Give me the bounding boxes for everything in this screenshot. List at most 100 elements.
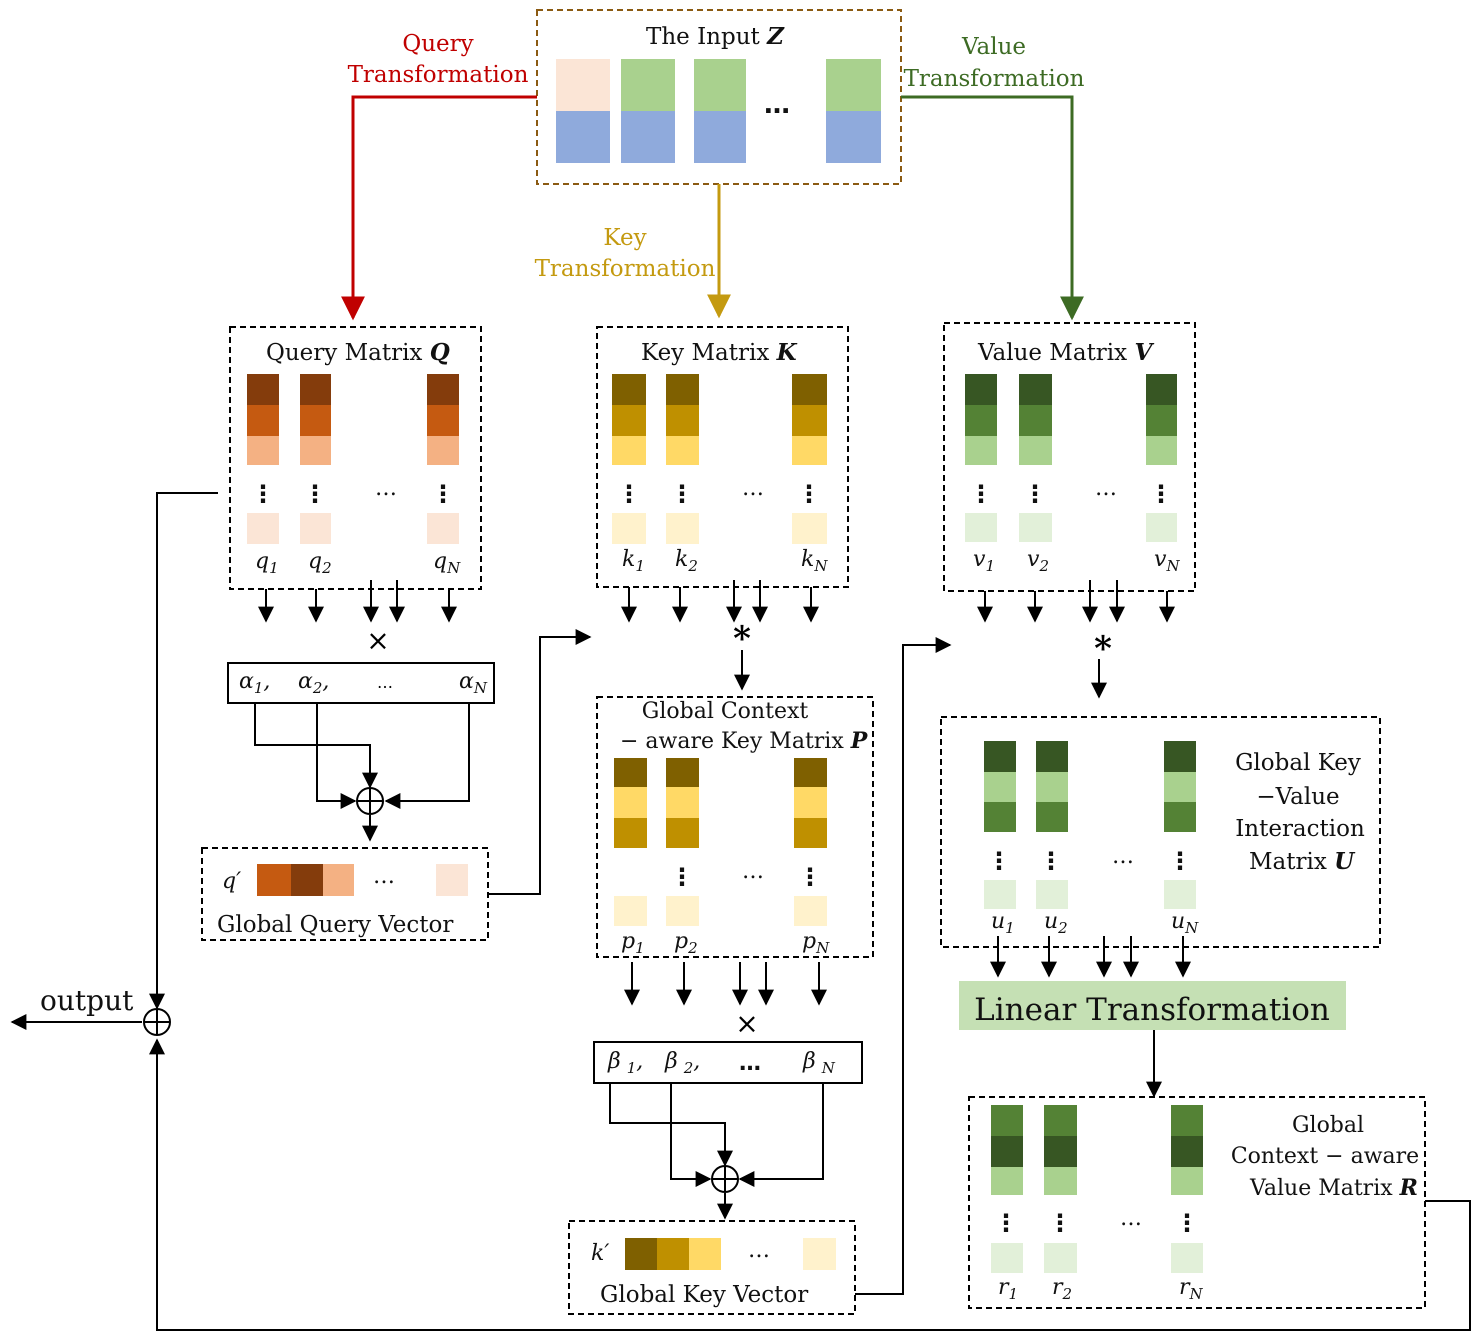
global-key-label: Global Key Vector <box>600 1282 808 1308</box>
p-matrix-title-2: − aware Key Matrix P <box>620 728 869 754</box>
value-transform-label-2: Transformation <box>904 66 1085 92</box>
r-title-3: Value Matrix R <box>1249 1175 1418 1201</box>
alpha2-label: α2, <box>298 669 329 697</box>
q-column: ⋮ <box>427 374 459 544</box>
key-transformation: Key Transformation <box>535 184 731 319</box>
r2-label: r2 <box>1052 1275 1072 1303</box>
p-ellipsis: … <box>742 859 764 884</box>
gk-to-value-arrow <box>855 637 952 1295</box>
gq-to-key-arrow <box>488 629 592 895</box>
query-transform-arrow <box>341 95 537 321</box>
u-title-4: Matrix U <box>1249 848 1356 875</box>
gq-ellipsis: … <box>373 864 395 889</box>
q-ellipsis: … <box>375 476 397 501</box>
k-column: ⋮ <box>792 374 827 544</box>
input-token-top <box>826 59 881 111</box>
svg-text:⋮: ⋮ <box>1048 1209 1072 1237</box>
v-column: ⋮ <box>965 374 997 542</box>
r1-label: r1 <box>998 1275 1018 1303</box>
star-operator-v: * <box>1094 629 1112 669</box>
p-column: ⋮ <box>794 758 827 926</box>
r-title-2: Context − aware <box>1231 1144 1419 1169</box>
u-down-arrows <box>990 936 1191 978</box>
p-down-arrows <box>624 962 827 1006</box>
alpha-sum-lines <box>254 703 470 842</box>
alpha1-label: α1, <box>239 669 270 697</box>
query-transform-label-2: Transformation <box>348 62 529 88</box>
value-transform-label-1: Value <box>961 34 1026 60</box>
pN-label: pN <box>802 929 830 957</box>
p1-label: p1 <box>621 929 645 957</box>
svg-text:⋮: ⋮ <box>670 480 694 508</box>
sum-operator-alpha <box>356 787 384 815</box>
svg-text:⋮: ⋮ <box>994 1209 1018 1237</box>
p-matrix-title-1: Global Context <box>642 699 809 724</box>
v2-label: v2 <box>1027 547 1049 575</box>
k1-label: k1 <box>622 547 645 575</box>
value-matrix: Value Matrix V ⋮ ⋮ … ⋮ v1 v2 vN <box>943 322 1196 592</box>
q-column: ⋮ <box>300 374 331 544</box>
alpha-ellipsis: … <box>377 673 393 692</box>
u-title-2: −Value <box>1256 784 1339 810</box>
residual-path <box>10 492 1471 1331</box>
svg-text:⋮: ⋮ <box>431 480 455 508</box>
u-title-3: Interaction <box>1235 816 1365 842</box>
v-column: ⋮ <box>1019 374 1052 542</box>
beta-ellipsis: … <box>739 1051 761 1076</box>
alpha-weights-box: α1, α2, … αN <box>227 662 495 704</box>
value-matrix-title: Value Matrix V <box>977 339 1154 366</box>
input-token-bottom <box>826 111 881 163</box>
p-matrix: Global Context − aware Key Matrix P ⋮ … … <box>596 696 874 958</box>
gk-ellipsis: … <box>748 1238 770 1263</box>
k2-label: k2 <box>675 547 698 575</box>
u1-label: u1 <box>991 909 1015 937</box>
r-title-1: Global <box>1292 1113 1364 1138</box>
svg-text:⋮: ⋮ <box>1149 480 1173 508</box>
k-prime-symbol: k′ <box>591 1241 609 1266</box>
key-matrix-title: Key Matrix K <box>641 339 798 366</box>
k-down-arrows <box>621 580 819 623</box>
u-column: ⋮ <box>1164 741 1196 909</box>
k-ellipsis: … <box>742 476 764 501</box>
v-column: ⋮ <box>1146 374 1177 542</box>
r-ellipsis: … <box>1120 1206 1142 1231</box>
k-column: ⋮ <box>666 374 699 544</box>
beta-sum-lines <box>609 1083 824 1220</box>
input-block: The Input Z … <box>536 9 902 185</box>
key-transform-label-2: Transformation <box>535 256 716 282</box>
linear-transformation-block: Linear Transformation <box>959 981 1346 1030</box>
input-token-bottom <box>694 111 746 163</box>
svg-text:⋮: ⋮ <box>303 480 327 508</box>
qN-label: qN <box>433 549 461 577</box>
p2-label: p2 <box>674 929 698 957</box>
r-column: ⋮ <box>1171 1105 1203 1273</box>
input-token-top <box>621 59 675 111</box>
key-matrix: Key Matrix K ⋮ ⋮ … ⋮ k1 k2 kN <box>596 326 849 588</box>
input-title: The Input Z <box>646 23 785 50</box>
q-prime-symbol: q′ <box>222 869 241 894</box>
input-token-bottom <box>621 111 675 163</box>
q-down-arrows <box>258 580 457 623</box>
q1-label: q1 <box>255 549 279 577</box>
global-query-label: Global Query Vector <box>217 912 453 938</box>
alphaN-label: αN <box>459 669 488 697</box>
input-token-bottom <box>556 111 610 163</box>
global-query-vector: q′ … Global Query Vector <box>201 847 489 941</box>
rN-label: rN <box>1179 1275 1204 1303</box>
svg-text:⋮: ⋮ <box>670 863 694 891</box>
v1-label: v1 <box>973 547 995 575</box>
input-ellipsis: … <box>764 90 790 120</box>
times-operator-q: × <box>366 624 389 657</box>
kN-label: kN <box>801 547 828 575</box>
r-matrix: ⋮ ⋮ … ⋮ r1 r2 rN Global Context − aware … <box>968 1096 1426 1309</box>
u-column: ⋮ <box>1036 741 1068 909</box>
svg-text:⋮: ⋮ <box>1023 480 1047 508</box>
query-matrix-title: Query Matrix Q <box>266 339 450 366</box>
r-column: ⋮ <box>991 1105 1023 1273</box>
q2-label: q2 <box>308 549 332 577</box>
